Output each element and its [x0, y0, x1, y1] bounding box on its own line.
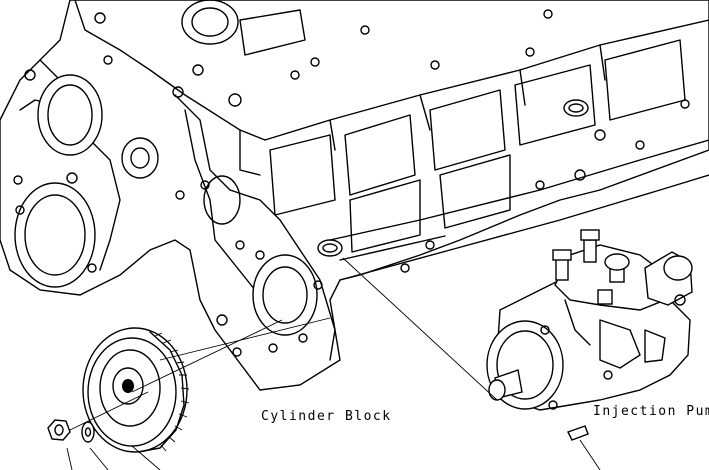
- nut-drawing: [47, 419, 71, 441]
- cylinder-block-label: Cylinder Block: [261, 409, 392, 424]
- assembly-leader-lines: [66, 257, 601, 470]
- injection-pump-drawing: [486, 229, 693, 411]
- injection-pump-label: Injection Pump: [593, 404, 709, 419]
- cylinder-block-drawing: [0, 0, 709, 391]
- washer-drawing: [81, 421, 95, 443]
- woodruff-key-drawing: [567, 425, 589, 441]
